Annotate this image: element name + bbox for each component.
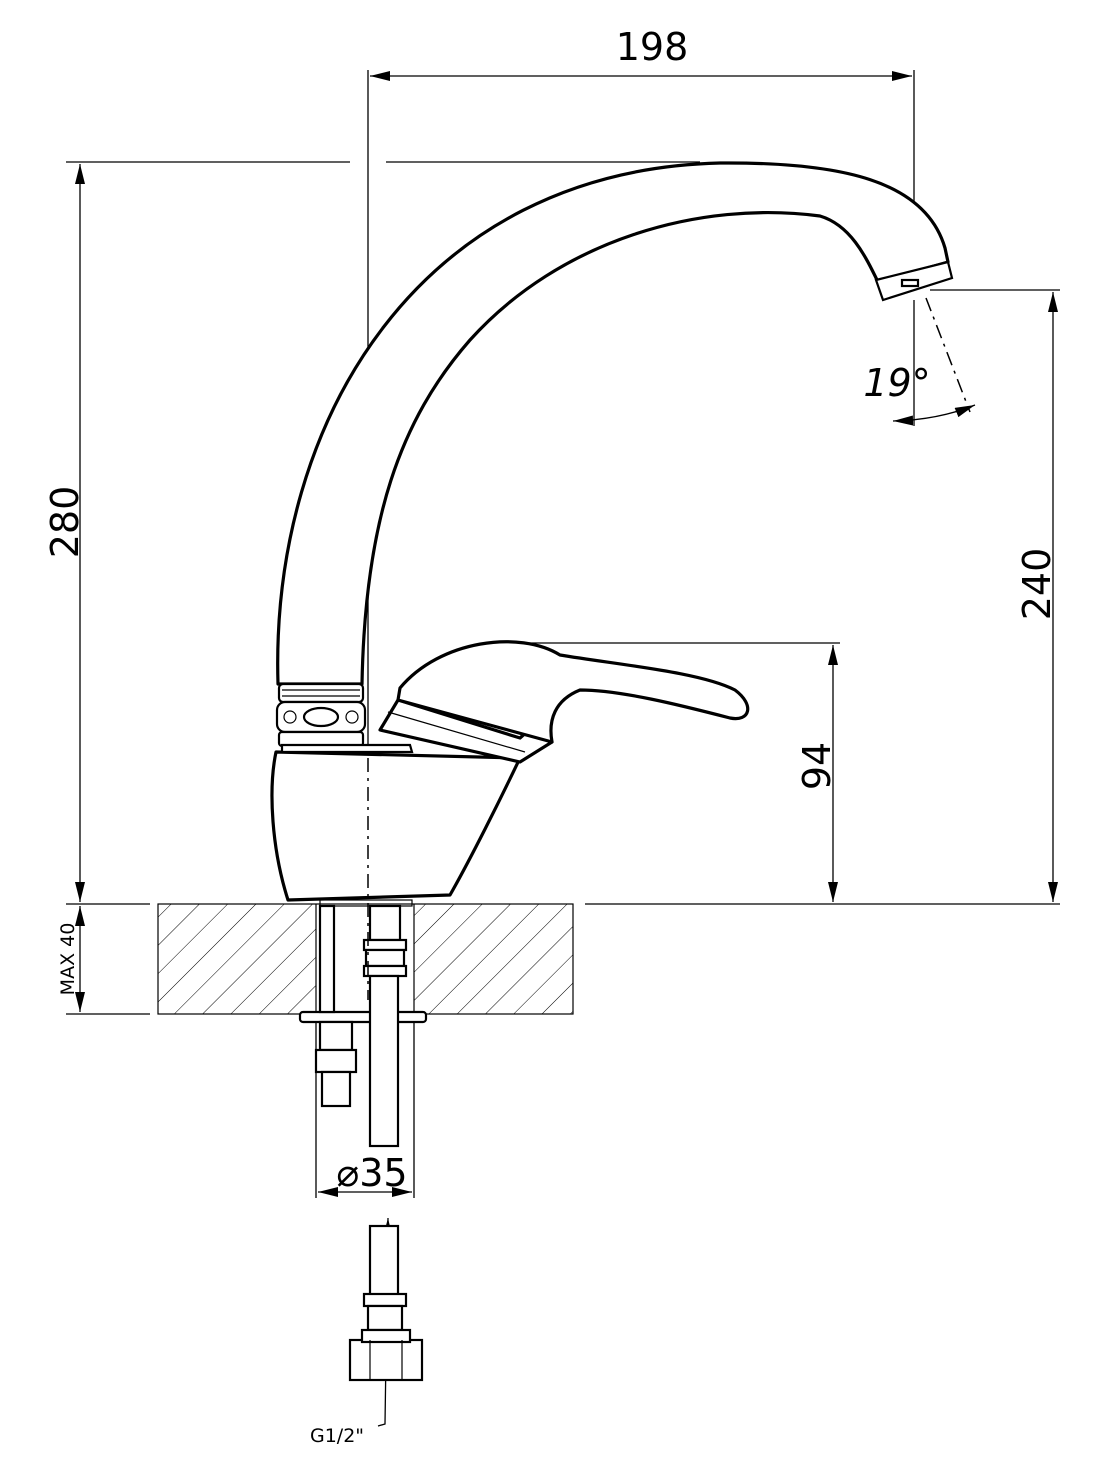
hose-end bbox=[348, 1224, 424, 1382]
mounting-parts bbox=[298, 758, 428, 1148]
dim-arc-19 bbox=[892, 404, 976, 426]
dim-max-deck-thickness: MAX 40 bbox=[57, 923, 79, 996]
spout bbox=[276, 161, 954, 686]
dimension-labels: 198 280 240 94 MAX 40 ⌀35 19° G1/2" bbox=[43, 25, 1059, 1447]
dim-spout-reach: 198 bbox=[616, 25, 689, 69]
dim-lever-height: 94 bbox=[795, 742, 839, 790]
dim-spout-outlet-height: 240 bbox=[1015, 548, 1059, 621]
faucet-body bbox=[270, 743, 522, 902]
dim-total-height: 280 bbox=[43, 486, 87, 559]
dim-aerator-angle: 19° bbox=[863, 361, 930, 405]
dim-mount-diameter: ⌀35 bbox=[336, 1151, 407, 1195]
swivel-collar bbox=[275, 682, 367, 748]
lever-handle bbox=[378, 640, 750, 764]
dimension-lines bbox=[75, 71, 1058, 1427]
dim-connection-thread: G1/2" bbox=[310, 1425, 364, 1447]
